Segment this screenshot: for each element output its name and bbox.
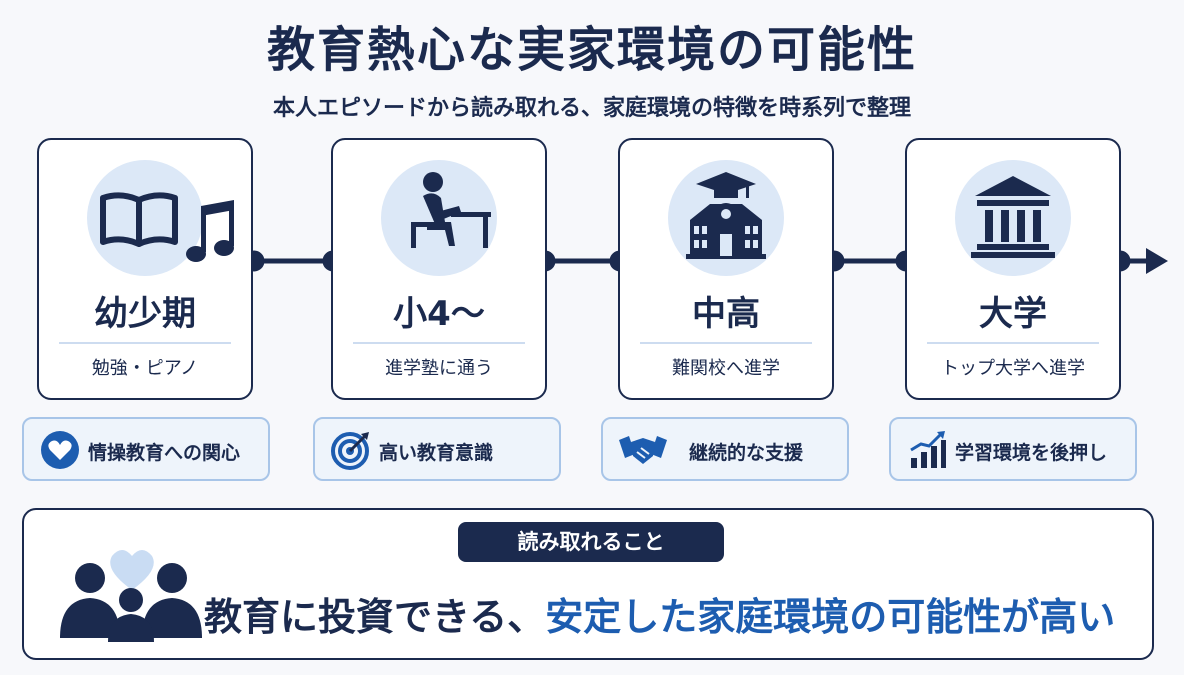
stage-name: 小4～: [393, 294, 485, 334]
heart-icon: [41, 431, 79, 469]
music-note-icon: [186, 200, 234, 262]
stage-description: 勉強・ピアノ: [91, 358, 199, 379]
stage-description: 難関校へ進学: [672, 358, 780, 379]
trait-badge-learning-environment: 学習環境を後押し: [889, 417, 1137, 481]
stage-name: 大学: [979, 294, 1047, 334]
trait-badge-continuous-support: 継続的な支援: [601, 417, 849, 481]
stage-name: 幼少期: [94, 294, 196, 334]
summary-badge: 読み取れること: [458, 522, 724, 562]
conclusion-part1: 教育に投資できる、: [204, 595, 546, 639]
summary-panel: 読み取れること 教育に投資できる、安定した家庭環境の可能性が高い: [22, 508, 1154, 660]
family-icon: [60, 550, 202, 642]
page-title: 教育熱心な実家環境の可能性: [266, 22, 917, 78]
growth-chart-icon: [910, 431, 946, 468]
stage-description: 進学塾に通う: [385, 358, 493, 379]
trait-badge-emotional-education: 情操教育への関心: [22, 417, 270, 481]
stage-card-university: 大学 トップ大学へ進学: [905, 138, 1121, 400]
stage-card-junior-senior-high: 中高 難関校へ進学: [618, 138, 834, 400]
target-icon: [331, 432, 369, 470]
university-icon: [971, 176, 1055, 258]
trait-label: 学習環境を後押し: [955, 442, 1108, 464]
trait-badge-education-awareness: 高い教育意識: [313, 417, 561, 481]
divider: [353, 342, 525, 344]
stage-name: 中高: [692, 294, 760, 334]
student-desk-icon: [411, 172, 491, 248]
stage-description: トップ大学へ進学: [941, 358, 1085, 379]
trait-label: 情操教育への関心: [88, 442, 241, 464]
divider: [927, 342, 1099, 344]
school-building-icon: [686, 172, 766, 259]
divider: [640, 342, 812, 344]
stage-card-early-childhood: 幼少期 勉強・ピアノ: [37, 138, 253, 400]
timeline-arrow-icon: [1146, 248, 1168, 274]
trait-label: 継続的な支援: [689, 442, 804, 464]
book-music-icon: [100, 192, 178, 247]
divider: [59, 342, 231, 344]
stage-card-grade4: 小4～ 進学塾に通う: [331, 138, 547, 400]
trait-label: 高い教育意識: [379, 442, 494, 464]
conclusion-part2: 安定した家庭環境の可能性が高い: [545, 595, 1116, 639]
handshake-icon: [619, 436, 667, 464]
page-subtitle: 本人エピソードから読み取れる、家庭環境の特徴を時系列で整理: [272, 96, 911, 121]
summary-conclusion: 教育に投資できる、安定した家庭環境の可能性が高い: [204, 586, 1115, 641]
